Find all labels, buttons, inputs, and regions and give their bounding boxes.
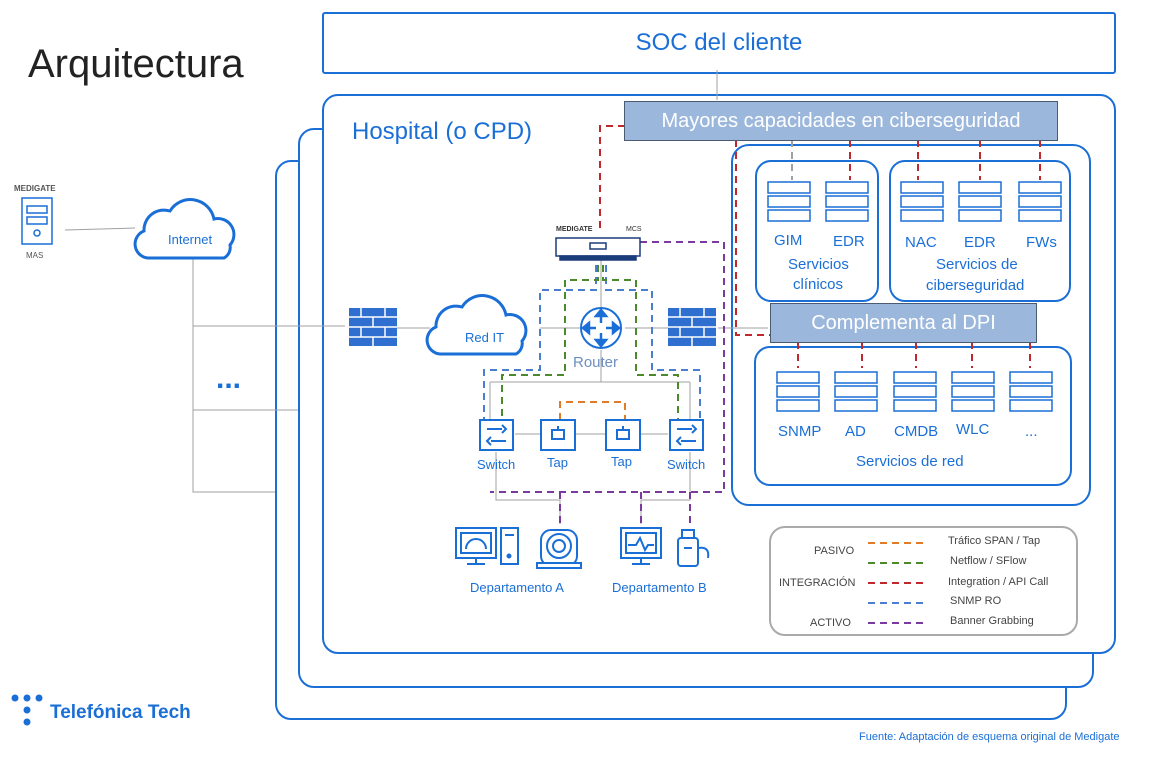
edr-cyber-label: EDR: [964, 234, 996, 251]
soc-label: SOC del cliente: [635, 29, 803, 56]
nac-server-icon: [900, 181, 944, 222]
banner-top: Mayores capacidades en ciberseguridad: [624, 101, 1058, 141]
legend-group-activo: ACTIVO: [810, 617, 851, 629]
ad-server-icon: [834, 371, 878, 412]
switch-left-label: Switch: [477, 457, 516, 472]
source-label: Fuente: Adaptación de esquema original d…: [859, 731, 1120, 743]
dept-b-label: Departamento B: [612, 580, 707, 595]
mri-scanner-icon: [536, 529, 582, 569]
cmdb-label: CMDB: [894, 423, 939, 440]
fws-label: FWs: [1026, 234, 1057, 251]
mas-server-icon: [21, 197, 53, 245]
ad-label: AD: [845, 423, 866, 440]
internet-cloud-icon: [133, 198, 236, 260]
cyber-title-1: Servicios de: [936, 256, 1018, 273]
legend-entry-banner: Banner Grabbing: [950, 615, 1034, 627]
wlc-server-icon: [951, 371, 995, 412]
mcs-label: MCS: [626, 226, 642, 233]
nac-label: NAC: [905, 234, 937, 251]
legend-entry-snmp: SNMP RO: [950, 595, 1002, 607]
hospital-label: Hospital (o CPD): [352, 118, 533, 145]
brand-label: Telefónica Tech: [50, 702, 191, 723]
legend-entry-span: Tráfico SPAN / Tap: [948, 535, 1041, 547]
cmdb-server-icon: [893, 371, 937, 412]
mcs-brand: MEDIGATE: [556, 226, 593, 233]
tap-left-icon: [540, 419, 576, 451]
tap-right-icon: [605, 419, 641, 451]
banner-dpi: Complementa al DPI: [770, 303, 1037, 343]
page-title: Arquitectura: [28, 42, 244, 86]
legend-entry-netflow: Netflow / SFlow: [950, 555, 1027, 567]
mas-brand: MEDIGATE: [14, 184, 56, 193]
soc-box: SOC del cliente: [322, 12, 1116, 74]
edr-clinical-label: EDR: [833, 233, 865, 250]
patient-monitor-icon: [620, 527, 662, 565]
legend-entry-api: Integration / API Call: [948, 576, 1049, 588]
mcs-appliance-icon: [555, 237, 641, 261]
firewall-right-icon: [668, 308, 716, 346]
router-label: Router: [573, 354, 619, 371]
more-server-icon: [1009, 371, 1053, 412]
switch-left-icon: [479, 419, 514, 451]
red-it-cloud-icon: [425, 294, 528, 356]
edr-cyber-server-icon: [958, 181, 1002, 222]
dept-a-label: Departamento A: [470, 580, 564, 595]
infusion-pump-icon: [677, 529, 710, 567]
legend-group-integracion: INTEGRACIÓN: [779, 577, 856, 589]
ellipsis-label: ...: [216, 362, 242, 395]
wlc-label: WLC: [956, 421, 990, 438]
monitor-tower-icon: [455, 527, 519, 565]
switch-right-label: Switch: [667, 457, 706, 472]
clinical-title-1: Servicios: [788, 256, 849, 273]
router-icon: [580, 307, 622, 349]
firewall-left-icon: [349, 308, 397, 346]
snmp-label: SNMP: [778, 423, 822, 440]
clinical-title-2: clínicos: [793, 276, 844, 293]
telefonica-logo-icon: [11, 694, 43, 726]
gim-server-icon: [767, 181, 811, 222]
mas-label: MAS: [26, 251, 44, 260]
more-label: ...: [1025, 423, 1038, 440]
gim-label: GIM: [774, 232, 803, 249]
cyber-title-2: ciberseguridad: [926, 277, 1025, 294]
tap-left-label: Tap: [547, 455, 568, 470]
internet-label: Internet: [168, 232, 213, 247]
switch-right-icon: [669, 419, 704, 451]
fws-server-icon: [1018, 181, 1062, 222]
legend-group-pasivo: PASIVO: [814, 545, 855, 557]
network-services-box: [754, 346, 1072, 486]
red-it-label: Red IT: [465, 330, 505, 345]
edr-clinical-server-icon: [825, 181, 869, 222]
snmp-server-icon: [776, 371, 820, 412]
legend-box: [769, 526, 1078, 636]
tap-right-label: Tap: [611, 454, 632, 469]
network-title: Servicios de red: [856, 453, 964, 470]
